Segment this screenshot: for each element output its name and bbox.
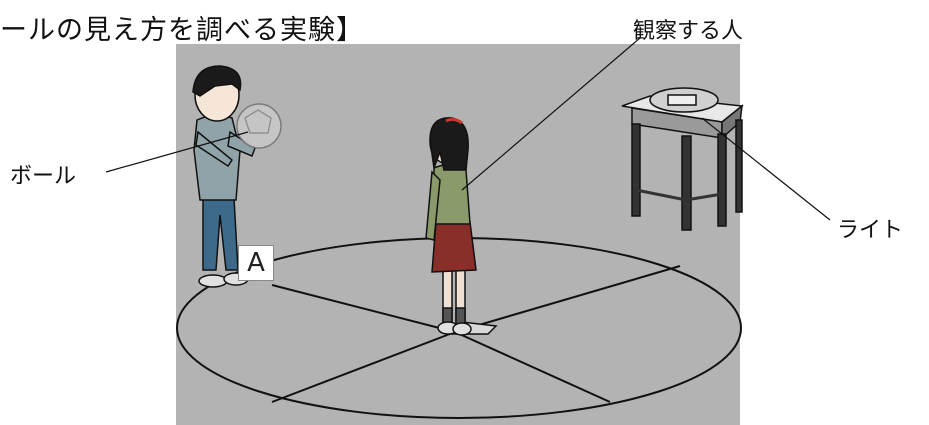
boy-figure: [192, 65, 256, 288]
light-table: [621, 87, 744, 231]
ball-leader-line: [105, 131, 249, 173]
page-title: ールの見え方を調べる実験】: [0, 15, 364, 46]
light-label: ライト: [837, 218, 904, 243]
ball: [236, 103, 282, 149]
observer-label: 観察する人: [633, 19, 744, 44]
position-marker-a: A: [238, 245, 274, 281]
leader-lines: [105, 37, 831, 221]
light-leader-line: [701, 117, 831, 221]
ball-label: ボール: [10, 164, 77, 189]
girl-figure: [425, 117, 477, 336]
observer-leader-line: [461, 37, 641, 191]
